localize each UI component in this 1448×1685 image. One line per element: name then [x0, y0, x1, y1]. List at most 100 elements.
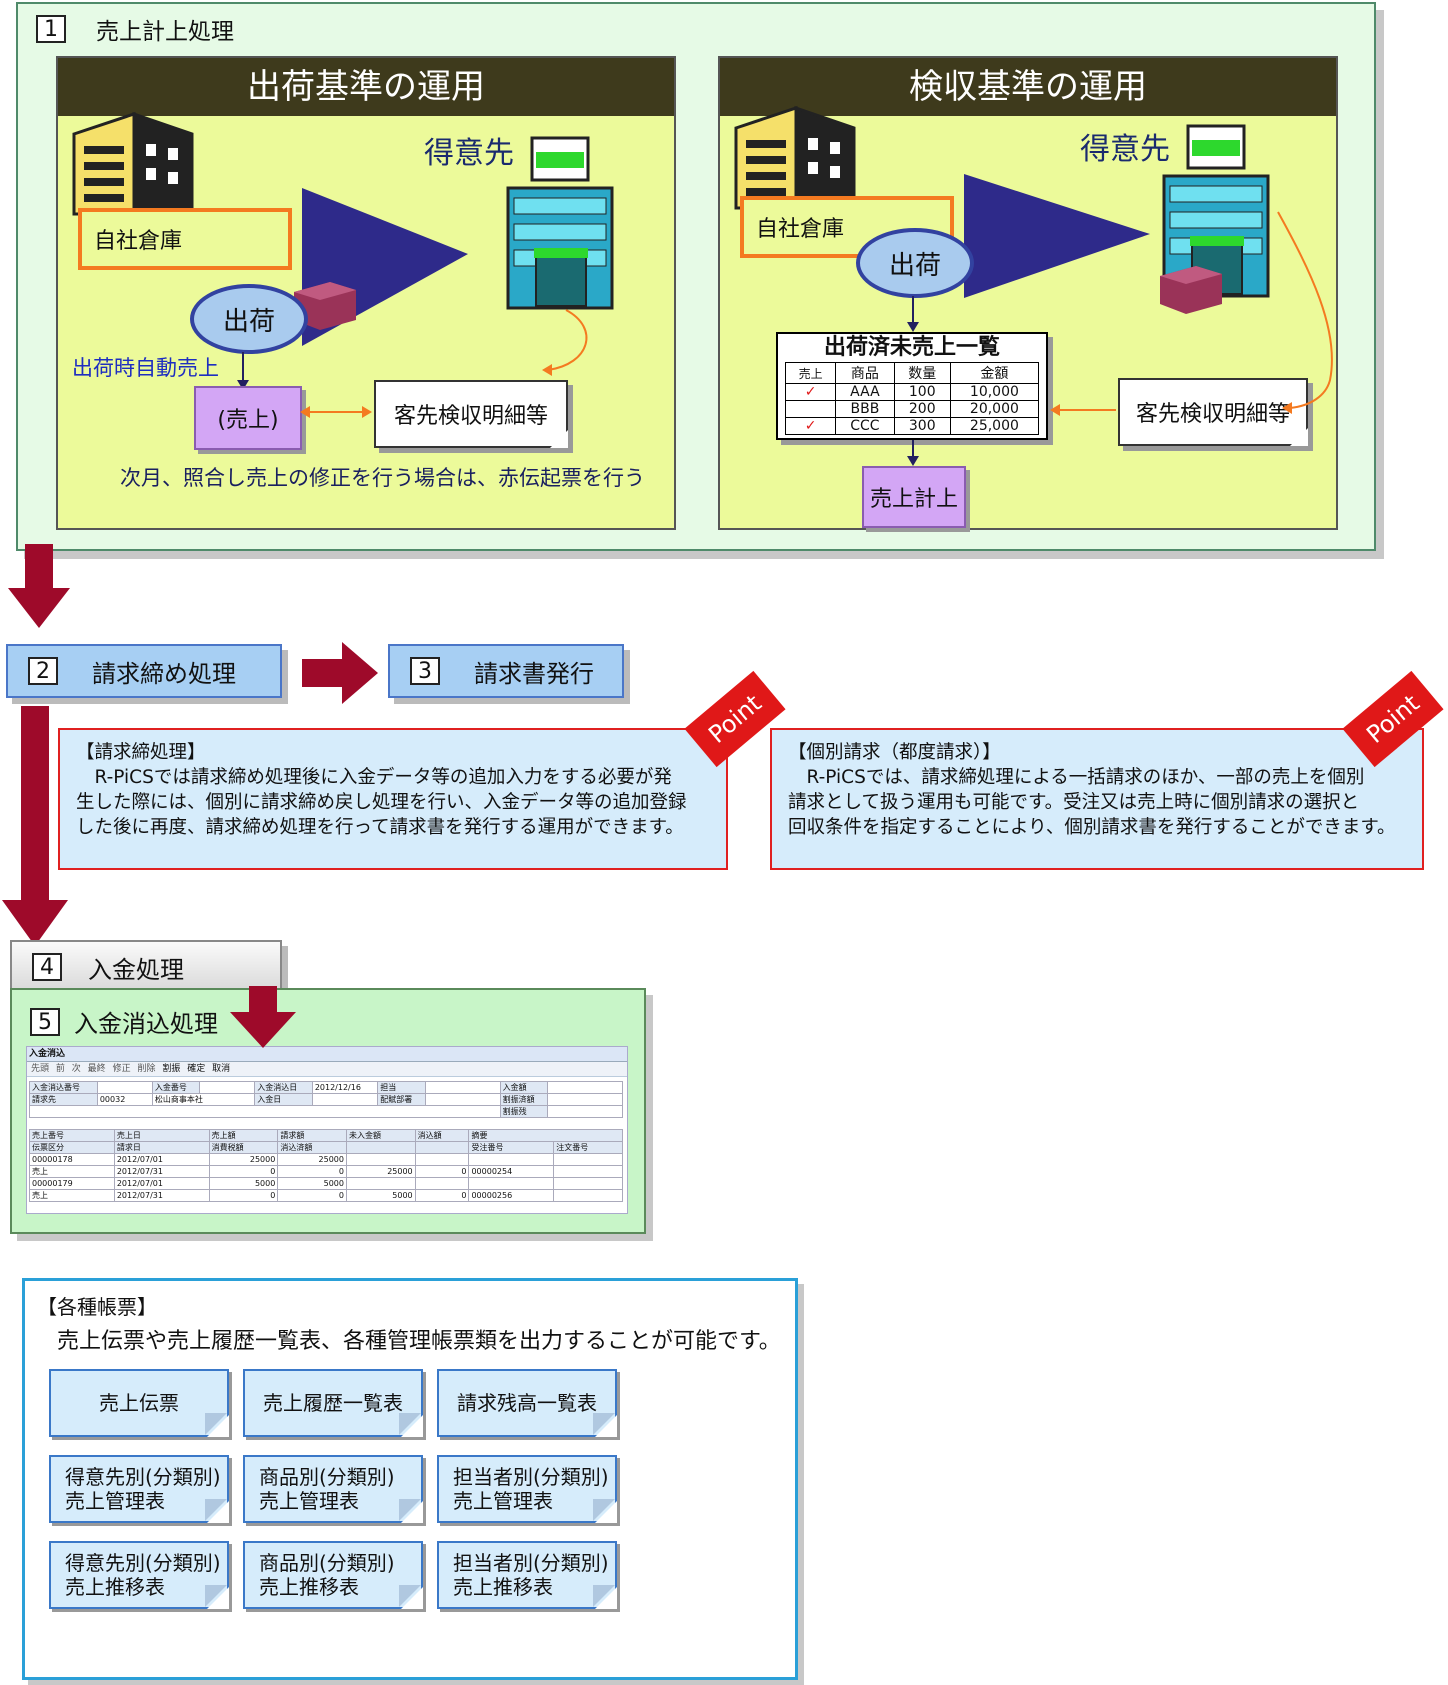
report-product-trend[interactable]: 商品別(分類別)売上推移表	[243, 1541, 423, 1609]
receipt-no-input[interactable]	[199, 1081, 256, 1094]
screen-detail-table: 売上番号 売上日 売上額 請求額 未入金額 消込額 摘要 伝票区分 請求日 消費…	[29, 1129, 623, 1202]
table-row[interactable]: 売上 2012/07/31 0 0 25000 0 00000254	[29, 1165, 623, 1178]
report-label: 売上管理表	[65, 1489, 165, 1513]
field-label: 割振済額	[499, 1093, 549, 1106]
ship-ellipse-right: 出荷	[856, 228, 974, 298]
col-header: 請求額	[277, 1129, 347, 1142]
warehouse-label-right: 自社倉庫	[756, 217, 845, 242]
list-check[interactable]: ✓	[784, 417, 837, 435]
report-billing-balance[interactable]: 請求残高一覧表	[437, 1369, 617, 1437]
toolbar-first-button[interactable]: 先頭	[31, 1064, 50, 1074]
curve-arrow-left	[542, 309, 588, 376]
report-product-management[interactable]: 商品別(分類別)売上管理表	[243, 1455, 423, 1523]
sales-paren-label: (売上)	[217, 408, 279, 433]
cell: 2012/07/31	[113, 1189, 210, 1202]
list-item: AAA	[835, 383, 895, 401]
left-arrow-right-panel	[1050, 404, 1116, 416]
table-row[interactable]: 売上 2012/07/31 0 0 5000 0 00000256	[29, 1189, 623, 1202]
payment-no-input[interactable]	[96, 1081, 153, 1094]
cell: 2012/07/31	[113, 1165, 210, 1178]
sales-record-box: 売上計上	[862, 466, 966, 528]
screen-header-fields: 入金消込番号 入金番号 入金消込日 2012/12/16 担当 入金額 請求先 …	[29, 1081, 623, 1118]
toolbar-allocate-button[interactable]: 割振	[162, 1064, 181, 1074]
col-header: 消込額	[414, 1129, 470, 1142]
cell	[468, 1177, 555, 1190]
cell: 25000	[208, 1153, 279, 1166]
inspection-label-right: 客先検収明細等	[1135, 402, 1290, 427]
billing-code-input[interactable]: 00032	[96, 1093, 153, 1106]
report-staff-management[interactable]: 担当者別(分類別)売上管理表	[437, 1455, 617, 1523]
note-right-line: R-PiCSでは、請求締処理による一括請求のほか、一部の売上を個別	[788, 767, 1365, 788]
toolbar-confirm-button[interactable]: 確定	[187, 1064, 206, 1074]
col-header: 伝票区分	[29, 1141, 115, 1154]
toolbar-delete-button[interactable]: 削除	[137, 1064, 156, 1074]
note-right-line: 回収条件を指定することにより、個別請求書を発行することができます。	[788, 817, 1396, 838]
unbilled-list-table: 売上 商品 数量 金額 ✓ AAA 100 10,000 BBB 200 20,…	[784, 362, 1040, 435]
cell: 0	[208, 1165, 279, 1178]
sales-paren-box: (売上)	[194, 386, 302, 450]
amount-input[interactable]	[547, 1081, 623, 1094]
cell[interactable]: 0	[414, 1165, 470, 1178]
ship-ellipse-left: 出荷	[190, 284, 308, 354]
flow-arrow-down-2	[2, 706, 68, 946]
note-individual-billing: 【個別請求（都度請求）】 R-PiCSでは、請求締処理による一括請求のほか、一部…	[770, 728, 1424, 870]
report-customer-management[interactable]: 得意先別(分類別)売上管理表	[49, 1455, 229, 1523]
down-arrow-right2	[907, 440, 919, 466]
list-item: CCC	[835, 417, 895, 435]
cell[interactable]: 0	[414, 1189, 470, 1202]
toolbar-edit-button[interactable]: 修正	[112, 1064, 131, 1074]
list-row: ✓ AAA 100 10,000	[784, 383, 1040, 401]
auto-sales-label: 出荷時自動売上	[72, 356, 219, 380]
matching-date-input[interactable]: 2012/12/16	[311, 1081, 379, 1094]
inspection-doc-right: 客先検収明細等	[1118, 378, 1308, 446]
cell	[553, 1153, 623, 1166]
note-left-title: 【請求締処理】	[76, 742, 206, 763]
list-check[interactable]: ✓	[784, 383, 837, 401]
step2-title: 請求締め処理	[92, 659, 236, 688]
dept-input[interactable]	[424, 1093, 501, 1106]
report-label: 売上履歴一覧表	[263, 1391, 403, 1415]
toolbar-prev-button[interactable]: 前	[55, 1064, 65, 1074]
section1-title-text: 売上計上処理	[96, 19, 234, 45]
allocated-input[interactable]	[547, 1093, 623, 1106]
table-row[interactable]: 00000179 2012/07/01 5000 5000	[29, 1177, 623, 1190]
report-customer-trend[interactable]: 得意先別(分類別)売上推移表	[49, 1541, 229, 1609]
report-label: 請求残高一覧表	[457, 1391, 597, 1415]
cell: 5000	[345, 1189, 416, 1202]
cell[interactable]	[414, 1177, 470, 1190]
report-sales-history[interactable]: 売上履歴一覧表	[243, 1369, 423, 1437]
ship-arrow-triangle-right	[964, 174, 1150, 298]
warehouse-label-left: 自社倉庫	[94, 229, 183, 254]
cell: 00000179	[29, 1177, 115, 1190]
field-label: 請求先	[29, 1093, 98, 1106]
cell: 0	[277, 1165, 347, 1178]
customer-building-icon	[506, 136, 614, 310]
list-qty: 100	[893, 383, 951, 401]
report-sales-slip[interactable]: 売上伝票	[49, 1369, 229, 1437]
toolbar-cancel-button[interactable]: 取消	[212, 1064, 231, 1074]
toolbar-next-button[interactable]: 次	[71, 1064, 81, 1074]
list-header-amount: 金額	[949, 362, 1040, 384]
field-label: 入金番号	[151, 1081, 201, 1094]
report-label: 得意先別(分類別)	[65, 1465, 221, 1489]
report-staff-trend[interactable]: 担当者別(分類別)売上推移表	[437, 1541, 617, 1609]
warehouse-building-icon	[72, 111, 194, 216]
remain-input[interactable]	[547, 1105, 623, 1118]
cell[interactable]	[414, 1153, 470, 1166]
cell	[345, 1153, 416, 1166]
toolbar-last-button[interactable]: 最終	[87, 1064, 106, 1074]
staff-input[interactable]	[424, 1081, 501, 1094]
cell: 売上	[29, 1189, 115, 1202]
cell: 0	[208, 1189, 279, 1202]
cell: 0	[277, 1189, 347, 1202]
note-billing-close: 【請求締処理】 R-PiCSでは請求締め処理後に入金データ等の追加入力をする必要…	[58, 728, 728, 870]
list-check[interactable]	[784, 400, 837, 418]
step5-panel: 5 入金消込処理 入金消込 先頭 前 次 最終 修正 削除 割振 確定 取消 入…	[10, 988, 646, 1234]
receipt-date-input[interactable]	[311, 1093, 379, 1106]
package-box-icon-right	[1160, 266, 1222, 314]
cell	[345, 1177, 416, 1190]
screen-toolbar: 先頭 前 次 最終 修正 削除 割振 確定 取消	[27, 1062, 627, 1077]
screen-window-title: 入金消込	[27, 1047, 627, 1062]
table-row[interactable]: 00000178 2012/07/01 25000 25000	[29, 1153, 623, 1166]
sales-record-label: 売上計上	[869, 487, 958, 512]
